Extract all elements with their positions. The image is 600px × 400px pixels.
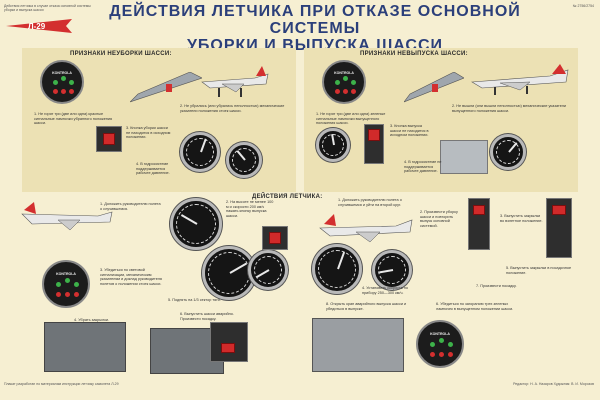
emergency-button <box>221 343 235 353</box>
right-step2: 2. Не вышли (или вышли неполностью) меха… <box>452 104 567 113</box>
speed-gauge-right <box>312 244 362 294</box>
lamp-green <box>56 282 61 287</box>
right-step3: 3. Кнопка выпуска шасси не находится в и… <box>390 124 429 138</box>
lamp-red <box>74 292 79 297</box>
lamp-green <box>335 80 340 85</box>
heading-no-extension: ПРИЗНАКИ НЕВЫПУСКА ШАССИ: <box>360 51 468 57</box>
kontrola-label: KONTROLA <box>56 271 76 276</box>
lamp-green <box>439 338 444 343</box>
cockpit-panel-right <box>440 140 488 174</box>
flap-lever-illustration <box>44 322 126 372</box>
wing-illustration-right <box>403 71 465 104</box>
left-step1: 1. Не горят три (две или одна) красные с… <box>34 112 113 126</box>
wing-illustration <box>129 71 203 104</box>
gear-extend-button <box>269 232 281 244</box>
plane-illustration-right <box>470 62 570 98</box>
gear-extend-button <box>368 129 380 141</box>
kontrola-panel-actions-right: KONTROLA <box>416 320 464 368</box>
flap-switch-red <box>552 205 566 215</box>
kontrola-label: KONTROLA <box>430 331 450 336</box>
action-right-8: 8. Открыть кран аварийного выпуска шасси… <box>326 302 407 311</box>
lamp-red <box>56 292 61 297</box>
lamp-red <box>69 89 74 94</box>
lamp-red <box>343 89 348 94</box>
action-right-5: 5. Выпустить закрылки в посадочное полож… <box>506 266 572 275</box>
lamp-red <box>61 89 66 94</box>
gear-button-box-left <box>96 126 122 152</box>
header-note: Действия летчика в случае отказа основно… <box>4 4 91 13</box>
lamp-green <box>351 80 356 85</box>
logo: Л-29 <box>6 16 72 36</box>
plane-illustration-left <box>200 62 270 102</box>
header-code: № 2756/2754 <box>572 4 594 8</box>
gear-switch-red <box>473 205 485 215</box>
action-right-4: 4. Установить скорость по прибору 250—30… <box>362 286 408 295</box>
left-step2: 2. Не убрались (или убрались неполностью… <box>180 104 285 113</box>
gear-button-box-right <box>364 124 384 164</box>
emergency-valve-illustration <box>312 318 404 372</box>
pressure-gauge-right <box>316 128 350 162</box>
action-right-3: 3. Выпустить закрылки во взлетное положе… <box>500 214 543 223</box>
action-left-5: 5. Поднять на 1/3 сектор тяги. <box>168 298 221 302</box>
lamp-red <box>335 89 340 94</box>
lamp-green <box>65 278 70 283</box>
gear-retract-button <box>103 133 115 145</box>
hydraulic-gauge-right <box>490 134 526 170</box>
right-step1: 1. Не горят три (две или одна) зеленые с… <box>316 112 386 126</box>
kontrola-panel-left: KONTROLA <box>40 60 84 104</box>
lamp-green <box>343 76 348 81</box>
action-right-6: 6. Убедиться по загоранию трех зеленых л… <box>436 302 514 311</box>
altitude-gauge-right <box>372 250 412 290</box>
altitude-gauge-left <box>248 250 288 290</box>
kontrola-panel-right: KONTROLA <box>322 60 366 104</box>
logo-text: Л-29 <box>28 22 46 31</box>
gear-button-actions-left <box>262 226 288 250</box>
gear-switch-right <box>468 198 490 250</box>
action-right-2: 2. Произвести уборку шасси и повторить в… <box>420 210 458 228</box>
action-right-7: 7. Произвести посадку. <box>476 284 517 288</box>
footer-left-note: Плакат разработан по материалам инструкц… <box>4 382 119 386</box>
footer-right-note: Редактор: Н. А. Назаров Художник: В. И. … <box>513 382 594 386</box>
lamp-green <box>53 80 58 85</box>
action-left-6: 6. Выпустить шасси аварийно. Произвести … <box>180 312 234 321</box>
page-title: ДЕЙСТВИЯ ЛЕТЧИКА ПРИ ОТКАЗЕ ОСНОВНОЙ СИС… <box>105 3 525 54</box>
left-step3: 3. Кнопка уборки шасси не находится в ис… <box>126 126 171 140</box>
lamp-green <box>69 80 74 85</box>
flap-switch-right <box>546 198 572 258</box>
lamp-green <box>430 342 435 347</box>
action-left-4: 4. Убрать закрылки. <box>74 318 110 322</box>
emergency-panel <box>210 322 248 362</box>
clock-gauge <box>170 198 222 250</box>
action-left-1: 1. Доложить руководителю полета о случив… <box>100 202 161 211</box>
title-line1: ДЕЙСТВИЯ ЛЕТЧИКА ПРИ ОТКАЗЕ ОСНОВНОЙ СИС… <box>109 3 521 37</box>
plane-illustration-actions-left <box>18 200 114 236</box>
lamp-red <box>430 352 435 357</box>
heading-actions: ДЕЙСТВИЯ ЛЕТЧИКА: <box>252 194 323 200</box>
right-step4: 4. В гидросистеме не поддерживается рабо… <box>404 160 442 174</box>
left-step4: 4. В гидросистеме поддерживается рабочее… <box>136 162 170 176</box>
hydraulic-gauge-left-2 <box>226 142 262 178</box>
lamp-green <box>448 342 453 347</box>
lamp-red <box>448 352 453 357</box>
lamp-green <box>61 76 66 81</box>
lamp-red <box>351 89 356 94</box>
kontrola-label: KONTROLA <box>334 70 354 75</box>
action-left-2: 2. На высоте не менее 100 м и скорости 2… <box>226 200 274 218</box>
action-left-3: 3. Убедиться по световой сигнализации, м… <box>100 268 162 286</box>
plane-illustration-actions-right <box>318 210 414 250</box>
lamp-red <box>65 292 70 297</box>
kontrola-label: KONTROLA <box>52 70 72 75</box>
action-right-1: 1. Доложить руководителю полета о случив… <box>338 198 402 207</box>
lamp-red <box>439 352 444 357</box>
heading-no-retraction: ПРИЗНАКИ НЕУБОРКИ ШАССИ: <box>70 51 172 57</box>
kontrola-panel-actions: KONTROLA <box>42 260 90 308</box>
lamp-red <box>53 89 58 94</box>
hydraulic-gauge-left <box>180 132 220 172</box>
lamp-green <box>74 282 79 287</box>
